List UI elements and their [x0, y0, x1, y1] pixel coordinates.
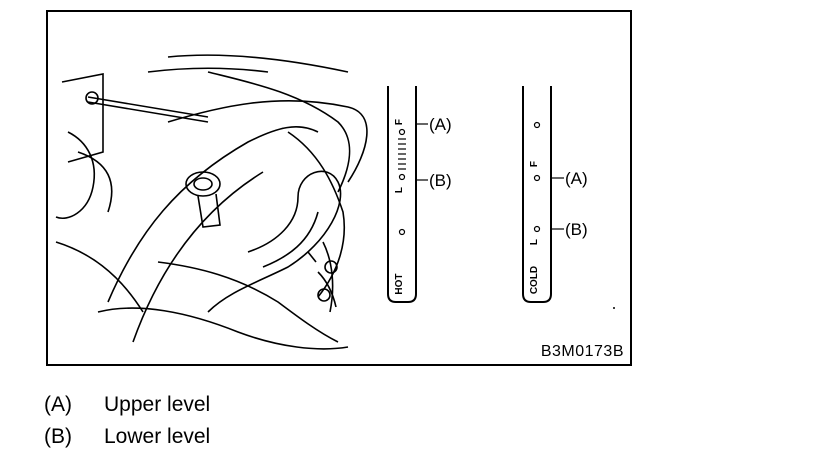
cold-label: COLD	[529, 266, 540, 294]
hot-dipstick: F L HOT (A) (B)	[387, 86, 452, 303]
hot-f-mark: F	[394, 119, 405, 125]
cold-dipstick: F L COLD (A) (B)	[522, 86, 588, 303]
hot-scale-ticks	[398, 138, 406, 170]
hot-label: HOT	[394, 273, 405, 294]
cold-callout-a: (A)	[565, 169, 588, 188]
engine-illustration: F L HOT (A) (B) F	[55, 54, 615, 350]
cold-l-mark: L	[529, 239, 540, 245]
hot-l-mark: L	[394, 187, 405, 193]
legend-key-b: (B)	[44, 425, 72, 448]
hot-callout-a: (A)	[429, 115, 452, 134]
engine-bay-drawing	[55, 54, 368, 350]
legend-key-a: (A)	[44, 393, 72, 416]
diagram-frame: F L HOT (A) (B) F	[46, 10, 632, 366]
cold-f-mark: F	[529, 161, 540, 167]
cold-callout-b: (B)	[565, 220, 588, 239]
figure-code: B3M0173B	[540, 343, 624, 360]
hot-callout-b: (B)	[429, 171, 452, 190]
legend-text-b: Lower level	[104, 425, 211, 448]
legend-text-a: Upper level	[104, 393, 211, 416]
